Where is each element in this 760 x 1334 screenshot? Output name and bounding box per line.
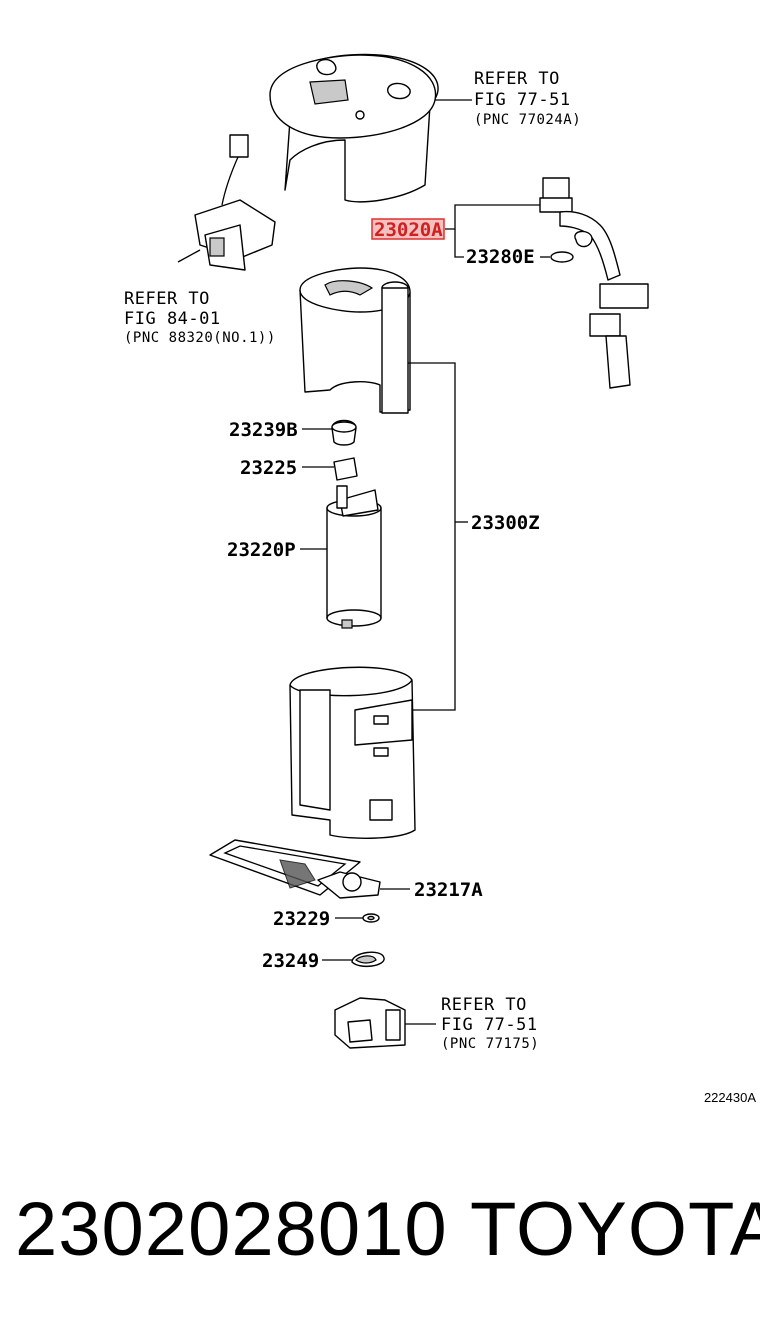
ref-label-bracket: REFER TO FIG 77-51 (PNC 77175) — [441, 995, 539, 1052]
ref-label-line1: REFER TO — [474, 69, 560, 89]
part-label-23300Z[interactable]: 23300Z — [471, 512, 540, 534]
brand-name: TOYOTA — [470, 1187, 760, 1272]
highlight-box — [371, 218, 445, 240]
ref-label-line2: FIG 84-01 — [124, 309, 221, 329]
part-label-23249[interactable]: 23249 — [262, 950, 319, 972]
part-number: 2302028010 — [15, 1187, 448, 1272]
part-label-23225[interactable]: 23225 — [240, 457, 297, 479]
fuel-tank-cover — [269, 53, 439, 203]
tank-bracket — [334, 997, 406, 1049]
ref-label-line1: REFER TO — [441, 995, 527, 1015]
parts-diagram: REFER TO FIG 77-51 (PNC 77024A) REFER TO… — [124, 53, 649, 1052]
fuel-line-pressure-regulator — [539, 177, 649, 389]
part-label-23220P[interactable]: 23220P — [227, 539, 296, 561]
fuel-pump-bracket — [299, 267, 411, 414]
ref-label-pnc: (PNC 77024A) — [474, 112, 581, 128]
ref-label-pnc: (PNC 77175) — [441, 1036, 539, 1052]
clip — [351, 951, 385, 968]
ref-label-line2: FIG 77-51 — [441, 1015, 538, 1035]
grommet — [331, 419, 357, 446]
fuel-pump — [326, 485, 382, 629]
ref-label-pnc: (PNC 88320(NO.1)) — [124, 330, 276, 346]
part-label-23239B[interactable]: 23239B — [229, 419, 298, 441]
ref-label-connector: REFER TO FIG 84-01 (PNC 88320(NO.1)) — [124, 289, 276, 346]
part-label-23020A[interactable]: 23020A — [374, 219, 443, 241]
part-label-23280E[interactable]: 23280E — [466, 246, 535, 268]
ref-label-cover: REFER TO FIG 77-51 (PNC 77024A) — [474, 69, 581, 128]
part-label-23217A[interactable]: 23217A — [414, 879, 483, 901]
leader-lines — [300, 99, 574, 1025]
washer — [362, 913, 380, 923]
ref-label-line2: FIG 77-51 — [474, 90, 571, 110]
fuel-filter — [209, 839, 381, 899]
cushion — [333, 457, 358, 481]
part-label-23229[interactable]: 23229 — [273, 908, 330, 930]
sender-gauge-connector — [177, 134, 276, 271]
ref-label-line1: REFER TO — [124, 289, 210, 309]
fuel-sub-tank — [289, 666, 416, 839]
diagram-code: 222430A — [703, 1090, 756, 1105]
